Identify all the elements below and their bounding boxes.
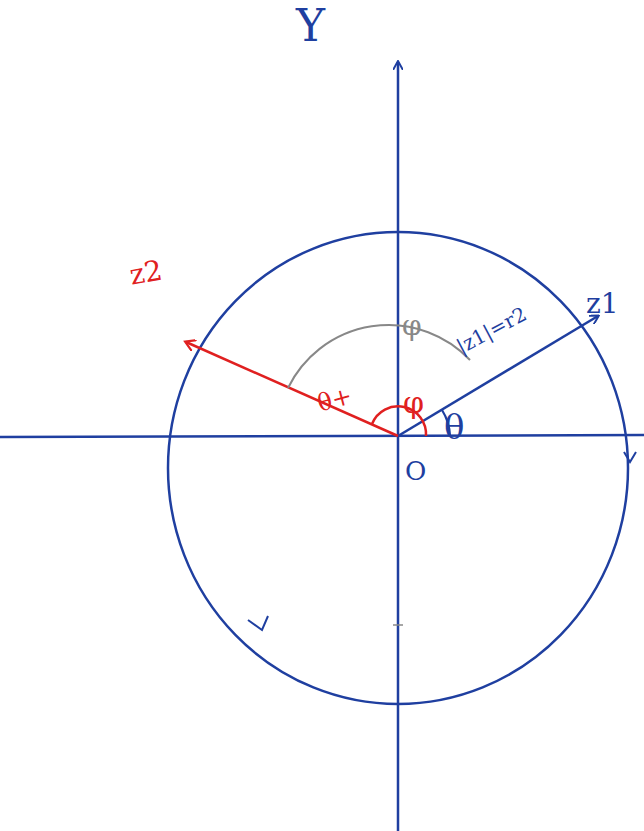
real-axis bbox=[0, 435, 644, 437]
axis-label: Y bbox=[296, 4, 325, 48]
vector-z2 bbox=[186, 342, 398, 436]
angle-label: θ bbox=[444, 410, 464, 444]
angle-arc bbox=[288, 325, 470, 388]
angle-label: φ bbox=[402, 312, 422, 340]
angle-label: θ+ bbox=[315, 383, 355, 415]
axis-tick bbox=[393, 624, 403, 626]
direction-tick bbox=[624, 452, 636, 462]
modulus-label: |z1|=r2 bbox=[453, 304, 529, 357]
imaginary-axis bbox=[397, 62, 400, 831]
origin-label: O bbox=[405, 458, 426, 484]
point-label: z2 bbox=[128, 257, 165, 290]
point-label: z1 bbox=[586, 290, 619, 318]
angle-label: φ bbox=[403, 388, 424, 418]
direction-tick bbox=[248, 616, 268, 630]
